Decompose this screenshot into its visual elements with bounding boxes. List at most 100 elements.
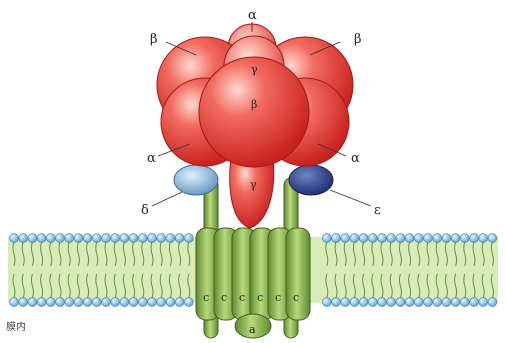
lipid-head	[359, 298, 368, 307]
beta-left-label: β	[150, 32, 158, 47]
lipid-head	[65, 298, 74, 307]
lipid-head	[433, 234, 442, 243]
lipid-head	[83, 234, 92, 243]
lipid-head	[460, 298, 469, 307]
lipid-head	[488, 234, 497, 243]
lipid-head	[56, 298, 65, 307]
lipid-head	[28, 298, 37, 307]
lipid-head	[74, 234, 83, 243]
lipid-head	[322, 234, 331, 243]
lipid-head	[451, 298, 460, 307]
lipid-head	[19, 234, 28, 243]
lipid-head	[138, 234, 147, 243]
alpha-right-label: α	[351, 151, 360, 166]
c-label-1: c	[203, 291, 209, 304]
lipid-head	[148, 298, 157, 307]
leader-delta	[152, 192, 182, 206]
gamma-top-label: γ	[251, 63, 258, 76]
lipid-head	[387, 234, 396, 243]
gamma-bottom-label: γ	[250, 178, 257, 191]
c-label-3: c	[239, 291, 245, 304]
lipid-head	[157, 234, 166, 243]
lipid-head	[129, 298, 138, 307]
lipid-head	[332, 298, 341, 307]
lipid-head	[322, 298, 331, 307]
membrane-inner-label: 膜内	[6, 320, 26, 333]
beta-right-label: β	[354, 32, 362, 47]
delta-label: δ	[141, 203, 149, 218]
lipid-head	[37, 298, 46, 307]
lipid-head	[442, 298, 451, 307]
lipid-head	[28, 234, 37, 243]
delta-subunit	[174, 165, 218, 195]
lipid-head	[479, 298, 488, 307]
lipid-head	[424, 298, 433, 307]
alpha-top-label: α	[248, 8, 257, 23]
c-subunit-6	[286, 228, 310, 320]
lipid-head	[396, 234, 405, 243]
lipid-head	[111, 234, 120, 243]
a-subunit-label: a	[249, 323, 256, 336]
lipid-head	[442, 234, 451, 243]
lipid-head	[166, 234, 175, 243]
lipid-head	[341, 298, 350, 307]
lipid-head	[414, 234, 423, 243]
lipid-head	[368, 234, 377, 243]
lipid-head	[102, 234, 111, 243]
lipid-head	[10, 298, 19, 307]
c-label-6: c	[293, 291, 299, 304]
lipid-head	[378, 234, 387, 243]
lipid-head	[350, 234, 359, 243]
lipid-head	[368, 298, 377, 307]
lipid-head	[470, 234, 479, 243]
lipid-head	[46, 298, 55, 307]
lipid-head	[46, 234, 55, 243]
lipid-head	[37, 234, 46, 243]
lipid-head	[166, 298, 175, 307]
lipid-head	[138, 298, 147, 307]
lipid-head	[120, 298, 129, 307]
alpha-left-label: α	[147, 151, 156, 166]
lipid-head	[92, 298, 101, 307]
lipid-head	[451, 234, 460, 243]
lipid-head	[102, 298, 111, 307]
lipid-head	[65, 234, 74, 243]
leader-epsilon	[330, 190, 371, 206]
beta-center-label: β	[251, 98, 257, 111]
lipid-head	[396, 298, 405, 307]
epsilon-label: ε	[374, 203, 381, 218]
lipid-head	[111, 298, 120, 307]
epsilon-subunit	[289, 165, 333, 195]
lipid-head	[378, 298, 387, 307]
lipid-head	[184, 298, 193, 307]
lipid-head	[157, 298, 166, 307]
lipid-head	[488, 298, 497, 307]
lipid-head	[387, 298, 396, 307]
lipid-head	[350, 298, 359, 307]
lipid-head	[83, 298, 92, 307]
c-label-4: c	[257, 291, 263, 304]
lipid-head	[433, 298, 442, 307]
lipid-head	[74, 298, 83, 307]
lipid-head	[332, 234, 341, 243]
lipid-head	[424, 234, 433, 243]
lipid-head	[19, 298, 28, 307]
lipid-head	[405, 298, 414, 307]
lipid-head	[120, 234, 129, 243]
lipid-head	[359, 234, 368, 243]
lipid-head	[92, 234, 101, 243]
lipid-head	[470, 298, 479, 307]
lipid-head	[175, 234, 184, 243]
lipid-head	[460, 234, 469, 243]
lipid-head	[148, 234, 157, 243]
lipid-head	[184, 234, 193, 243]
lipid-head	[129, 234, 138, 243]
c-label-2: c	[221, 291, 227, 304]
lipid-head	[405, 234, 414, 243]
lipid-head	[175, 298, 184, 307]
lipid-head	[341, 234, 350, 243]
lipid-head	[56, 234, 65, 243]
lipid-head	[479, 234, 488, 243]
